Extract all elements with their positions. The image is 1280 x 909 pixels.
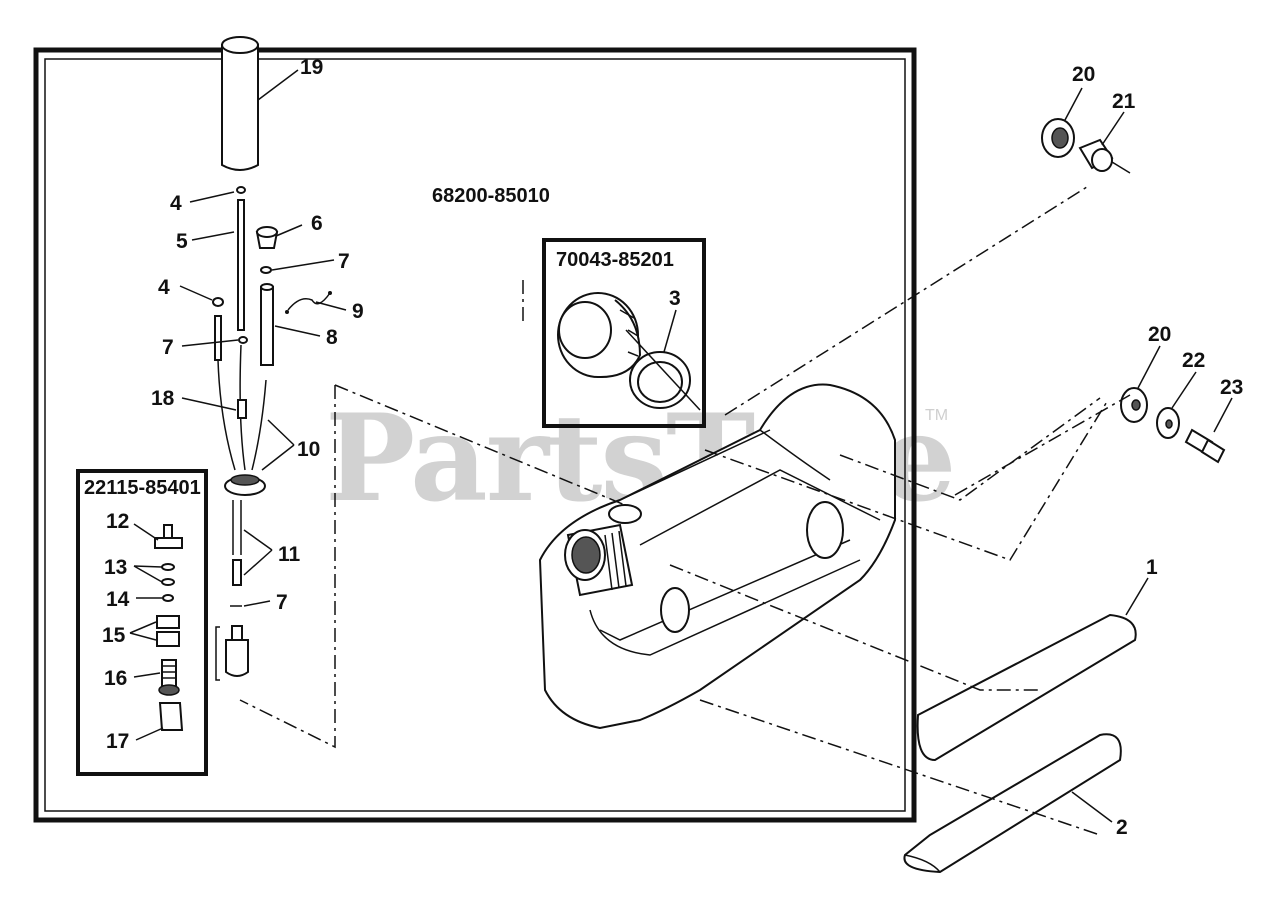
leader-lines (129, 69, 1233, 823)
cap-assembly-box (542, 238, 706, 428)
guard-plate-2 (903, 733, 1122, 874)
assembly-number-cap: 70043-85201 (556, 249, 674, 271)
washer-22 (1156, 407, 1180, 439)
bushing-15 (156, 615, 180, 647)
assembly-number-main: 68200-85010 (432, 185, 550, 207)
callout-22: 22 (1182, 349, 1205, 372)
washer-20-top (1041, 118, 1075, 158)
callout-8: 8 (326, 326, 338, 349)
callout-14: 14 (106, 588, 130, 611)
fuel-lines (212, 186, 267, 471)
callout-20-upper: 20 (1072, 63, 1095, 86)
tube-19 (221, 36, 259, 171)
callout-5: 5 (176, 230, 188, 253)
assembly-number-valve: 22115-85401 (84, 477, 201, 499)
callout-labels: 19 4 5 6 7 4 9 7 8 18 10 11 7 3 12 13 14… (102, 56, 1243, 839)
sleeve-8 (260, 283, 274, 366)
valve-cap-12 (154, 524, 183, 549)
callout-16: 16 (104, 667, 127, 690)
callout-20-lower: 20 (1148, 323, 1171, 346)
callout-7-lower: 7 (276, 591, 288, 614)
main-assembly-frame (33, 47, 917, 823)
grommet-10 (224, 474, 266, 496)
callout-2: 2 (1116, 816, 1128, 839)
guard-plate-1 (916, 613, 1137, 762)
callout-6: 6 (311, 212, 323, 235)
callout-7-middle: 7 (162, 336, 174, 359)
callout-7-upper: 7 (338, 250, 350, 273)
callout-4-upper: 4 (170, 192, 182, 215)
inline-filter (215, 625, 249, 681)
clip-17 (158, 702, 184, 731)
fuel-tank (538, 383, 896, 730)
valve-assembly-box (76, 469, 208, 776)
collar-21 (1078, 138, 1114, 172)
spring-16 (158, 659, 180, 696)
callout-9: 9 (352, 300, 364, 323)
callout-17: 17 (106, 730, 129, 753)
callout-12: 12 (106, 510, 129, 533)
washer-20-bottom (1120, 387, 1148, 423)
o-ring-13b (161, 578, 175, 586)
callout-15: 15 (102, 624, 126, 647)
callout-21: 21 (1112, 90, 1136, 113)
callout-11: 11 (278, 543, 301, 566)
callout-13: 13 (104, 556, 127, 579)
filter-6 (255, 226, 279, 249)
callout-1: 1 (1146, 556, 1158, 579)
bolt-23 (1184, 428, 1226, 464)
callout-4-lower: 4 (158, 276, 170, 299)
o-ring-7-top (260, 266, 272, 274)
callout-3: 3 (669, 287, 681, 310)
watermark-trademark: TM (925, 407, 948, 424)
callout-19: 19 (300, 56, 323, 79)
o-ring-13a (161, 563, 175, 571)
guide-lines (239, 184, 1131, 836)
gasket-3 (629, 351, 691, 409)
fuel-cap (557, 292, 642, 379)
callout-18: 18 (151, 387, 175, 410)
hose-11 (232, 500, 242, 586)
callout-23: 23 (1220, 376, 1243, 399)
callout-10: 10 (297, 438, 320, 461)
washer-14 (162, 594, 174, 602)
spring-clip-9 (285, 291, 332, 314)
